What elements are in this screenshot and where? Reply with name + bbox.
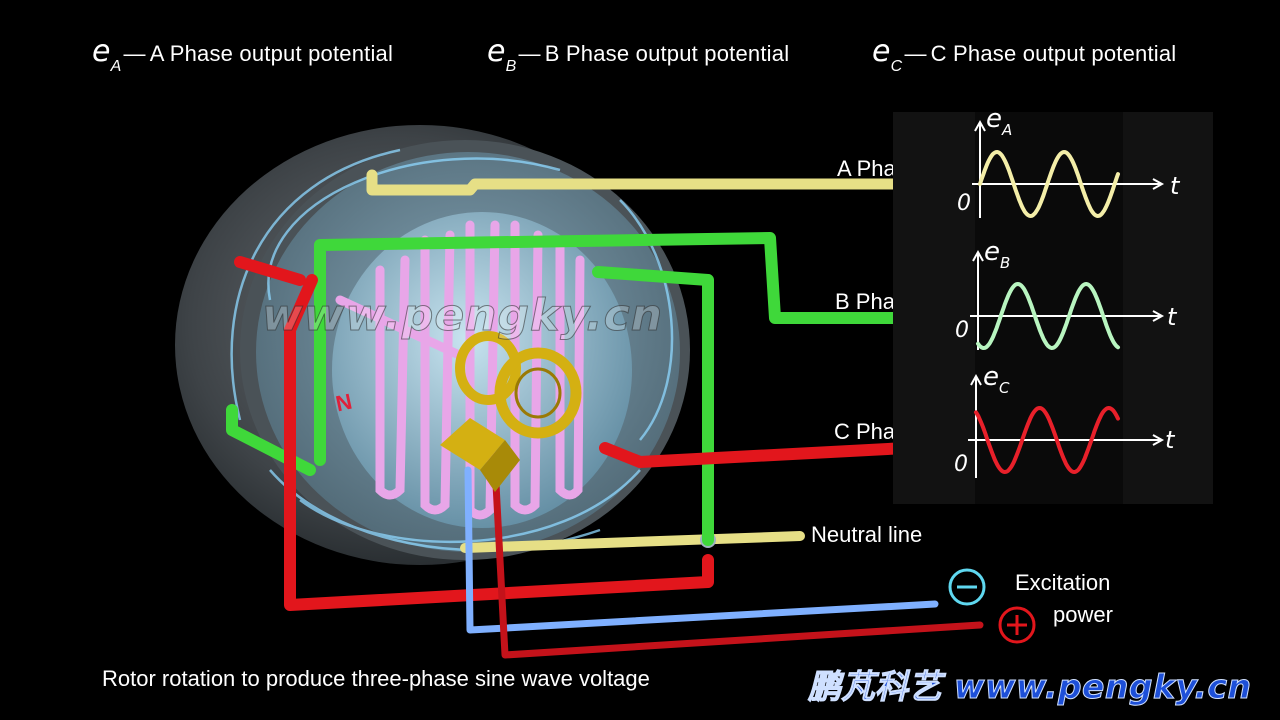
waveform-0-curve xyxy=(978,149,1120,219)
waveform-b-time-label: t xyxy=(1167,303,1177,331)
waveform-curves xyxy=(974,149,1120,475)
plus-terminal-icon xyxy=(998,606,1036,644)
waveform-2-curve xyxy=(974,405,1120,475)
phase-a-conductor xyxy=(366,169,936,196)
waveform-2-y-axis xyxy=(970,373,982,478)
waveform-c-label: eC xyxy=(983,362,1010,397)
watermark-text: www.pengky.cn xyxy=(261,290,664,342)
caption: Rotor rotation to produce three-phase si… xyxy=(102,666,650,691)
waveform-a-origin: 0 xyxy=(957,191,971,216)
legend-phase-a: eA—A Phase output potential xyxy=(92,34,394,75)
waveform-c-time-label: t xyxy=(1165,426,1175,454)
brand-watermark: 鹏芃科艺 www.pengky.cn xyxy=(808,667,1252,707)
legend-phase-c: eC—C Phase output potential xyxy=(872,34,1177,75)
neutral-line-label: Neutral line xyxy=(811,522,923,547)
excitation-label: Excitation xyxy=(1015,570,1111,595)
waveform-2-t-axis xyxy=(968,434,1165,446)
excitation-leads xyxy=(464,461,984,659)
waveform-1-curve xyxy=(976,281,1120,351)
waveform-1-y-axis xyxy=(972,249,984,350)
minus-terminal-icon xyxy=(948,568,986,606)
excitation-power-label: power xyxy=(1053,602,1113,627)
waveform-a-time-label: t xyxy=(1170,172,1180,200)
rotor-winding xyxy=(335,220,585,520)
legend-phase-b: eB—B Phase output potential xyxy=(487,34,790,75)
waveform-a-label: eA xyxy=(986,104,1013,139)
slip-rings xyxy=(440,331,582,492)
waveform-b-origin: 0 xyxy=(955,318,969,343)
waveform-c-origin: 0 xyxy=(954,452,968,477)
waveform-0-y-axis xyxy=(974,119,986,218)
waveform-b-label: eB xyxy=(984,237,1011,272)
phase-c-conductor xyxy=(234,256,931,611)
waveform-0-t-axis xyxy=(972,178,1165,190)
